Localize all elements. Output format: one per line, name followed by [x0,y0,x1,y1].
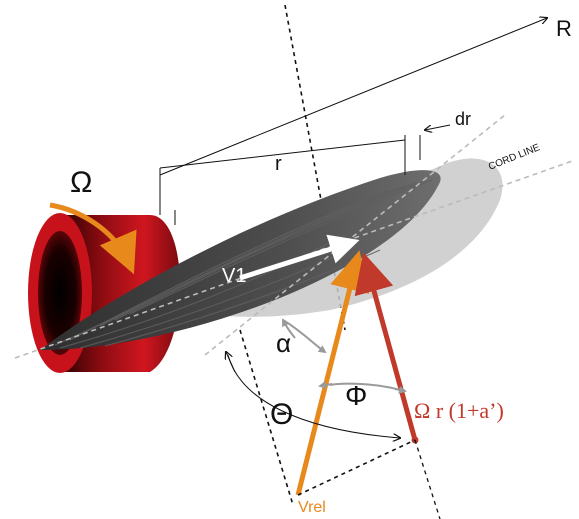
vrel-arrow [295,250,370,496]
v1-label: V1 [222,265,246,287]
omega-r-extension [414,439,441,519]
omega-r-arrow [354,252,418,441]
blade [40,170,441,350]
dr-label: dr [455,109,471,129]
r-label: r [275,153,282,175]
dr-arrows [425,124,451,130]
phi-arc-left-head [318,381,333,389]
lower-dashed-line [239,329,294,506]
omega-rotation-arrow [49,202,137,275]
omega-r-label: Ω r (1+a’) [414,398,504,423]
phi-arc-right-head [394,385,407,394]
cord-line-label: CORD LINE [487,142,542,173]
alpha-label: α [276,328,291,358]
phi-arc [329,382,401,391]
theta-label: Θ [270,398,293,431]
r-dimension [159,135,421,225]
vrel-label: Vrel [298,499,326,516]
radial-axis [159,18,547,176]
triangle-closing-dashed [297,439,416,496]
v1-arrow [239,234,360,281]
alpha-arc-start [282,318,296,339]
phi-label: Φ [345,380,367,411]
omega-label: Ω [70,166,92,199]
r-axis-label: R [556,16,572,41]
theta-arc-start [226,352,236,373]
